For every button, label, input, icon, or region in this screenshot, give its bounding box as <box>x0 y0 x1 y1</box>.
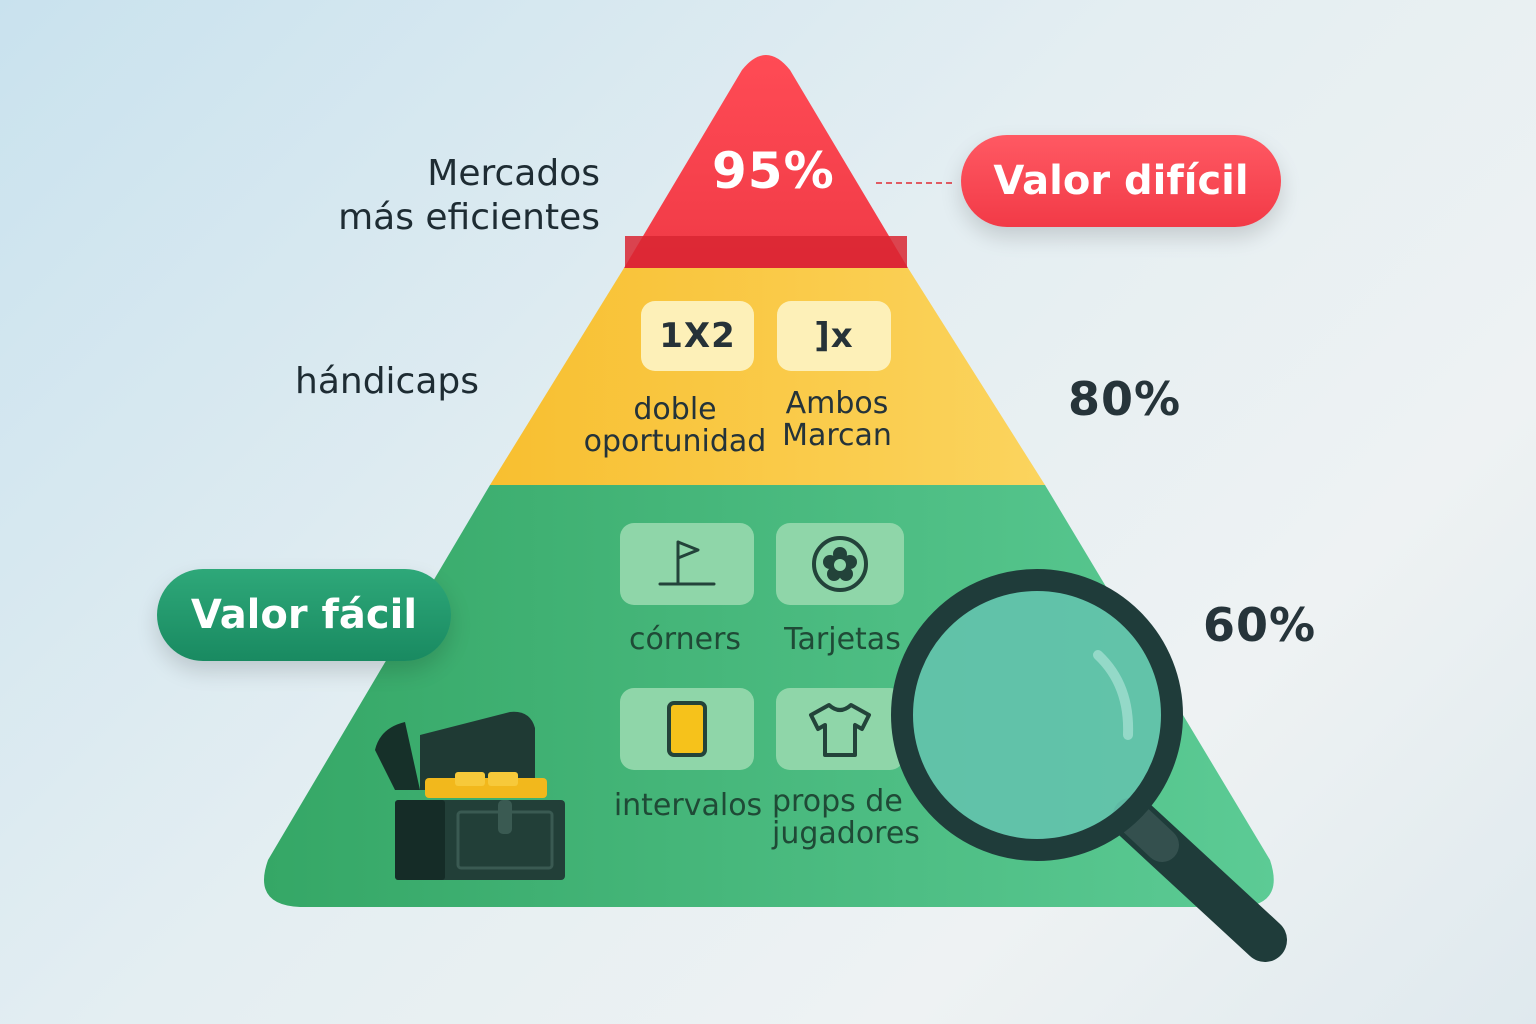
market-both-score-line1: Ambos <box>785 386 889 421</box>
treasure-chest-icon <box>375 711 565 880</box>
market-1x2-tile: 1X2 <box>641 301 754 371</box>
bottom-tier-percent: 60% <box>1203 598 1317 652</box>
market-corners-label: córners <box>628 622 742 657</box>
flag-icon <box>658 540 716 586</box>
pyramid-top-stripe <box>625 236 907 268</box>
market-both-score-line2: Marcan <box>782 418 892 453</box>
hard-value-pill: Valor difícil <box>961 135 1281 227</box>
easy-value-pill: Valor fácil <box>157 569 451 661</box>
top-tier-percent: 95% <box>712 142 835 200</box>
market-player-props-line1: props de <box>772 784 903 819</box>
middle-tier-percent: 80% <box>1068 372 1182 426</box>
shirt-icon <box>809 703 871 757</box>
market-both-score-tile: ]x <box>777 301 891 371</box>
middle-tier-label: hándicaps <box>295 361 480 402</box>
pyramid-tier-middle <box>490 268 1045 485</box>
market-player-props-label: props de jugadores <box>772 786 922 850</box>
market-player-props-line2: jugadores <box>772 816 920 851</box>
market-double-chance-label: doble oportunidad <box>580 394 770 458</box>
market-both-score-label: Ambos Marcan <box>772 388 902 452</box>
top-tier-label-line2: más eficientes <box>338 197 600 238</box>
top-tier-label-line1: Mercados <box>427 153 600 194</box>
market-intervals-label: intervalos <box>613 788 763 823</box>
market-corners-tile <box>620 523 754 605</box>
flower-icon <box>812 536 868 592</box>
market-both-score-text: ]x <box>814 316 854 356</box>
market-cards-tile <box>776 523 904 605</box>
market-double-chance-line2: oportunidad <box>583 424 767 459</box>
pyramid-tier-top <box>624 55 908 268</box>
market-double-chance-line1: doble <box>633 392 717 427</box>
top-tier-label: Mercados más eficientes <box>300 152 600 240</box>
market-cards-label: Tarjetas <box>784 622 901 657</box>
card-icon <box>667 701 707 757</box>
magnifying-glass-icon <box>891 569 1287 962</box>
market-player-props-tile <box>776 688 904 770</box>
market-1x2-text: 1X2 <box>659 316 736 356</box>
market-intervals-tile <box>620 688 754 770</box>
